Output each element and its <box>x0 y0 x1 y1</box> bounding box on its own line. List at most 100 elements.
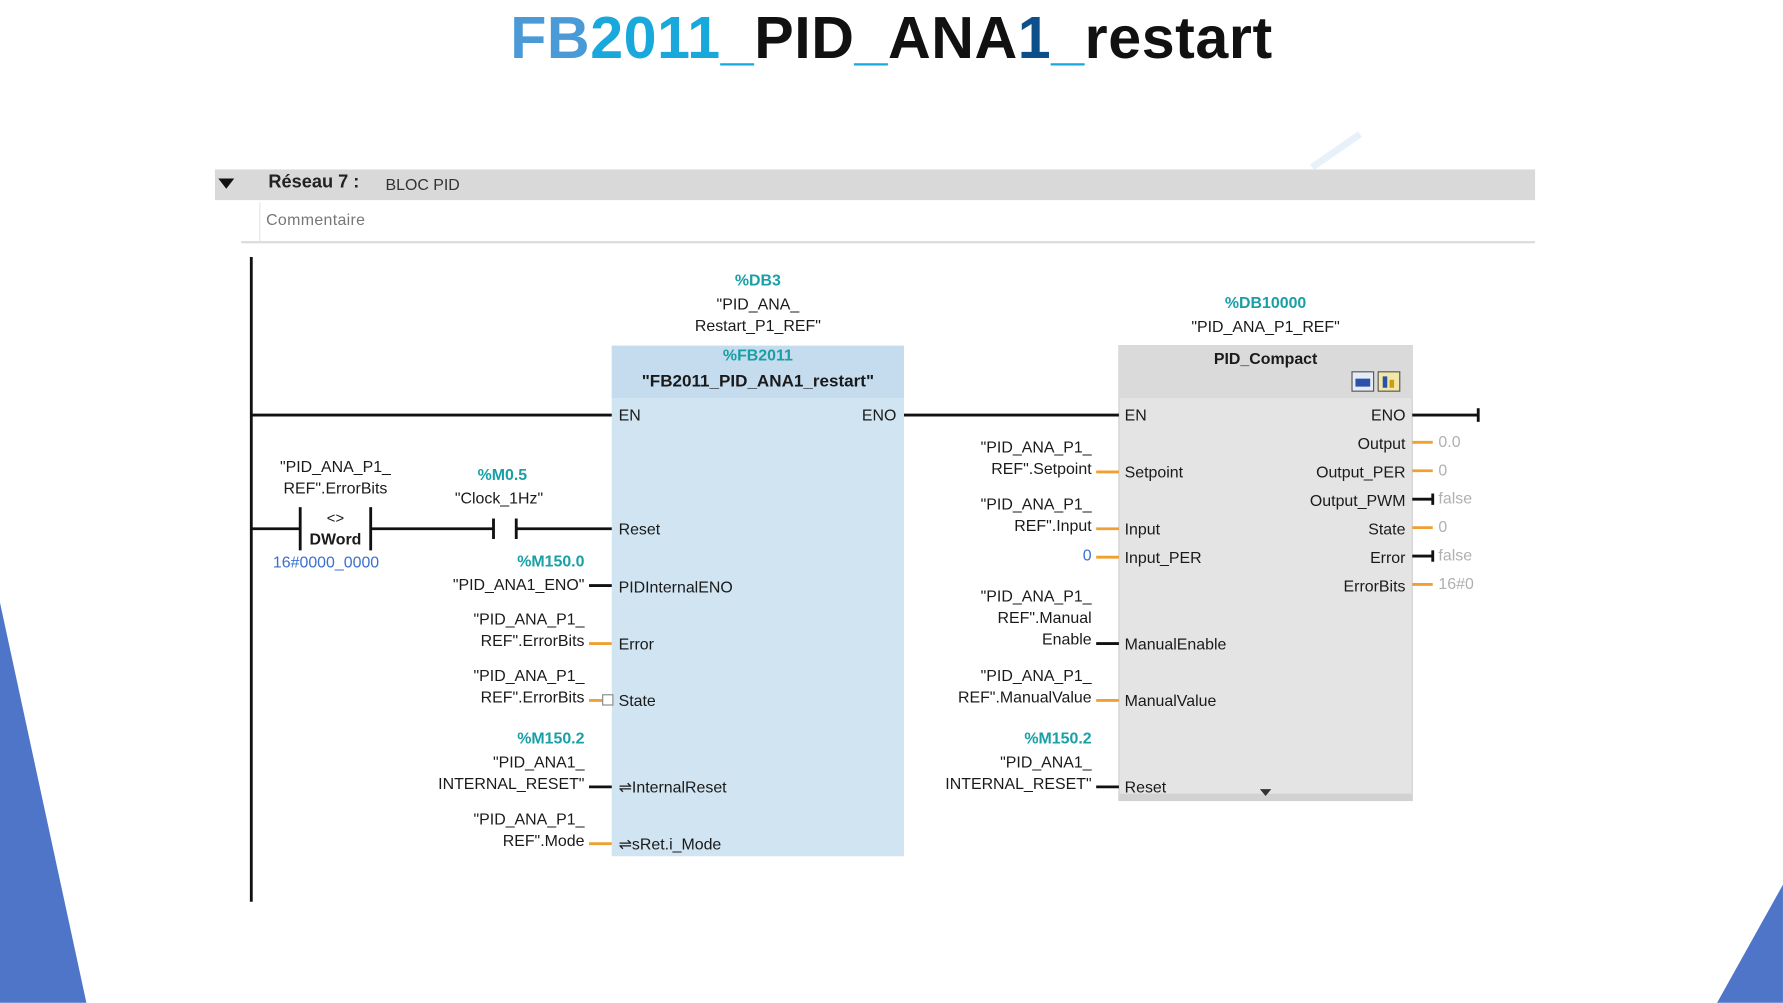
pid-compact-param-reset-address: %M150.2 <box>1024 728 1092 748</box>
pid-compact-pin-output[interactable]: Output <box>1357 434 1406 453</box>
fb2011-pin-en[interactable]: EN <box>618 405 641 425</box>
pid-compact-value-state: 0 <box>1438 517 1448 536</box>
pid-compact-pin-reset[interactable]: Reset <box>1124 777 1167 796</box>
title-part-fb: FB <box>510 5 591 72</box>
fb2011-param-state[interactable]: "PID_ANA_P1_ REF".ErrorBits <box>437 665 585 708</box>
fb2011-param-internalreset-line2: INTERNAL_RESET" <box>438 774 585 793</box>
pid-compact-pin-errorbits[interactable]: ErrorBits <box>1343 576 1406 595</box>
watermark-mark <box>1310 131 1362 170</box>
fb2011-block-name[interactable]: "FB2011_PID_ANA1_restart" <box>641 371 875 392</box>
compare-type: DWord <box>309 529 362 549</box>
pid-compact-param-input[interactable]: "PID_ANA_P1_ REF".Input <box>932 494 1092 537</box>
fb2011-block-address: %FB2011 <box>722 345 793 364</box>
pid-compact-param-setpoint-line2: REF".Setpoint <box>991 459 1092 478</box>
fb2011-block-header <box>611 345 904 398</box>
pid-compact-instance-name[interactable]: "PID_ANA_P1_REF" <box>1191 317 1340 336</box>
pid-compact-param-input-per[interactable]: 0 <box>1082 545 1092 565</box>
pid-compact-footer <box>1118 793 1413 801</box>
pid-compact-value-errorbits: 16#0 <box>1438 574 1474 593</box>
fb2011-param-pidinternaleno-address: %M150.0 <box>517 551 585 570</box>
fb2011-param-error-line1: "PID_ANA_P1_ <box>473 609 585 628</box>
configuration-icon[interactable] <box>1377 371 1401 392</box>
configuration-icon-bar1 <box>1382 376 1388 388</box>
fb2011-param-mode-line1: "PID_ANA_P1_ <box>473 809 585 828</box>
pid-compact-pin-state[interactable]: State <box>1368 519 1406 538</box>
state-pin-marker <box>602 694 614 706</box>
pid-compact-pin-en[interactable]: EN <box>1124 405 1147 425</box>
slide-title: FB2011_PID_ANA1_restart <box>0 5 1783 73</box>
fb2011-block-body[interactable] <box>611 345 904 857</box>
pid-compact-value-output: 0.0 <box>1438 432 1461 451</box>
pid-compact-pin-input[interactable]: Input <box>1124 519 1161 538</box>
network-header[interactable] <box>214 169 1536 201</box>
collapse-triangle-icon[interactable] <box>218 178 235 189</box>
pid-compact-param-manualvalue-line2: REF".ManualValue <box>957 687 1092 707</box>
pid-compact-param-input-line2: REF".Input <box>1014 516 1092 535</box>
pid-compact-block-name[interactable]: PID_Compact <box>1213 349 1318 368</box>
pid-compact-pin-manualenable[interactable]: ManualEnable <box>1124 634 1227 653</box>
fb2011-param-mode[interactable]: "PID_ANA_P1_ REF".Mode <box>437 808 585 851</box>
pid-compact-value-output-per: 0 <box>1438 460 1448 479</box>
pid-compact-pin-error[interactable]: Error <box>1370 548 1406 567</box>
pid-compact-value-output-pwm: false <box>1438 488 1473 508</box>
pid-compact-pin-input-per[interactable]: Input_PER <box>1124 548 1202 567</box>
network-title: Réseau 7 : <box>268 172 360 193</box>
contact-symbol[interactable]: "Clock_1Hz" <box>454 488 544 508</box>
fb2011-pin-error[interactable]: Error <box>618 634 654 653</box>
fb2011-param-internalreset-address: %M150.2 <box>517 728 585 748</box>
pid-compact-param-manualvalue-line1: "PID_ANA_P1_ <box>980 666 1092 685</box>
compare-operand-top-line1: "PID_ANA_P1_ <box>279 457 391 476</box>
fb2011-param-mode-line2: REF".Mode <box>502 831 585 850</box>
pid-compact-pin-output-per[interactable]: Output_PER <box>1316 462 1406 481</box>
pid-compact-pin-manualvalue[interactable]: ManualValue <box>1124 691 1217 710</box>
fb2011-pin-pidinternaleno[interactable]: PIDInternalENO <box>618 577 733 596</box>
fb2011-instance-name[interactable]: "PID_ANA_ Restart_P1_REF" <box>612 293 904 336</box>
pid-compact-param-manualenable-line2: REF".Manual <box>997 608 1092 627</box>
fb2011-pin-eno[interactable]: ENO <box>861 405 897 425</box>
fb2011-instance-address: %DB3 <box>734 270 781 289</box>
pid-compact-param-manualenable-line1: "PID_ANA_P1_ <box>980 586 1092 605</box>
compare-operator: <> <box>326 509 345 527</box>
fb2011-pin-reset[interactable]: Reset <box>618 519 661 538</box>
fb2011-pin-sret-mode[interactable]: ⇌sRet.i_Mode <box>618 834 722 853</box>
pid-compact-param-manualvalue[interactable]: "PID_ANA_P1_ REF".ManualValue <box>921 665 1092 708</box>
pid-compact-instance-address: %DB10000 <box>1224 293 1307 312</box>
fb2011-instance-name-line1: "PID_ANA_ <box>716 294 800 313</box>
fb2011-pin-state[interactable]: State <box>618 691 656 710</box>
fb2011-param-internalreset-line1: "PID_ANA1_ <box>492 752 585 771</box>
title-underscore-2: _ <box>854 5 888 72</box>
pid-compact-param-setpoint[interactable]: "PID_ANA_P1_ REF".Setpoint <box>932 437 1092 480</box>
title-underscore-1: _ <box>720 5 755 72</box>
compare-operand-top-line2: REF".ErrorBits <box>283 478 388 497</box>
fb2011-param-error[interactable]: "PID_ANA_P1_ REF".ErrorBits <box>437 608 585 651</box>
title-underscore-3: _ <box>1051 5 1085 72</box>
compare-operand-bottom[interactable]: 16#0000_0000 <box>272 552 380 571</box>
fb2011-param-error-line2: REF".ErrorBits <box>480 631 585 650</box>
expand-arrow-icon[interactable] <box>1259 789 1272 796</box>
title-part-number: 2011 <box>590 5 721 72</box>
network-name[interactable]: BLOC PID <box>385 175 460 194</box>
comment-separator <box>241 241 1536 244</box>
fb2011-param-pidinternaleno-symbol[interactable]: "PID_ANA1_ENO" <box>452 575 585 594</box>
pid-compact-value-error: false <box>1438 545 1473 565</box>
network-comment[interactable]: Commentaire <box>266 210 366 229</box>
configuration-icon-bar2 <box>1389 379 1395 388</box>
title-part-1: 1 <box>1017 5 1052 72</box>
pid-compact-pin-output-pwm[interactable]: Output_PWM <box>1309 491 1406 510</box>
fb2011-pin-internalreset[interactable]: ⇌InternalReset <box>618 777 727 796</box>
fb2011-instance-name-line2: Restart_P1_REF" <box>694 316 821 335</box>
pid-compact-param-reset-line2: INTERNAL_RESET" <box>945 774 1092 793</box>
pid-compact-param-reset[interactable]: "PID_ANA1_ INTERNAL_RESET" <box>932 752 1091 795</box>
pid-compact-param-setpoint-line1: "PID_ANA_P1_ <box>980 437 1092 456</box>
pid-compact-pin-eno[interactable]: ENO <box>1370 405 1406 425</box>
contact-address: %M0.5 <box>477 465 528 484</box>
commissioning-icon-glyph <box>1355 378 1371 387</box>
fb2011-param-internalreset[interactable]: "PID_ANA1_ INTERNAL_RESET" <box>425 752 584 795</box>
title-part-ana: ANA <box>887 5 1018 72</box>
pid-compact-pin-setpoint[interactable]: Setpoint <box>1124 462 1184 481</box>
pid-compact-param-manualenable[interactable]: "PID_ANA_P1_ REF".Manual Enable <box>932 586 1092 651</box>
compare-operand-top[interactable]: "PID_ANA_P1_ REF".ErrorBits <box>268 456 402 499</box>
